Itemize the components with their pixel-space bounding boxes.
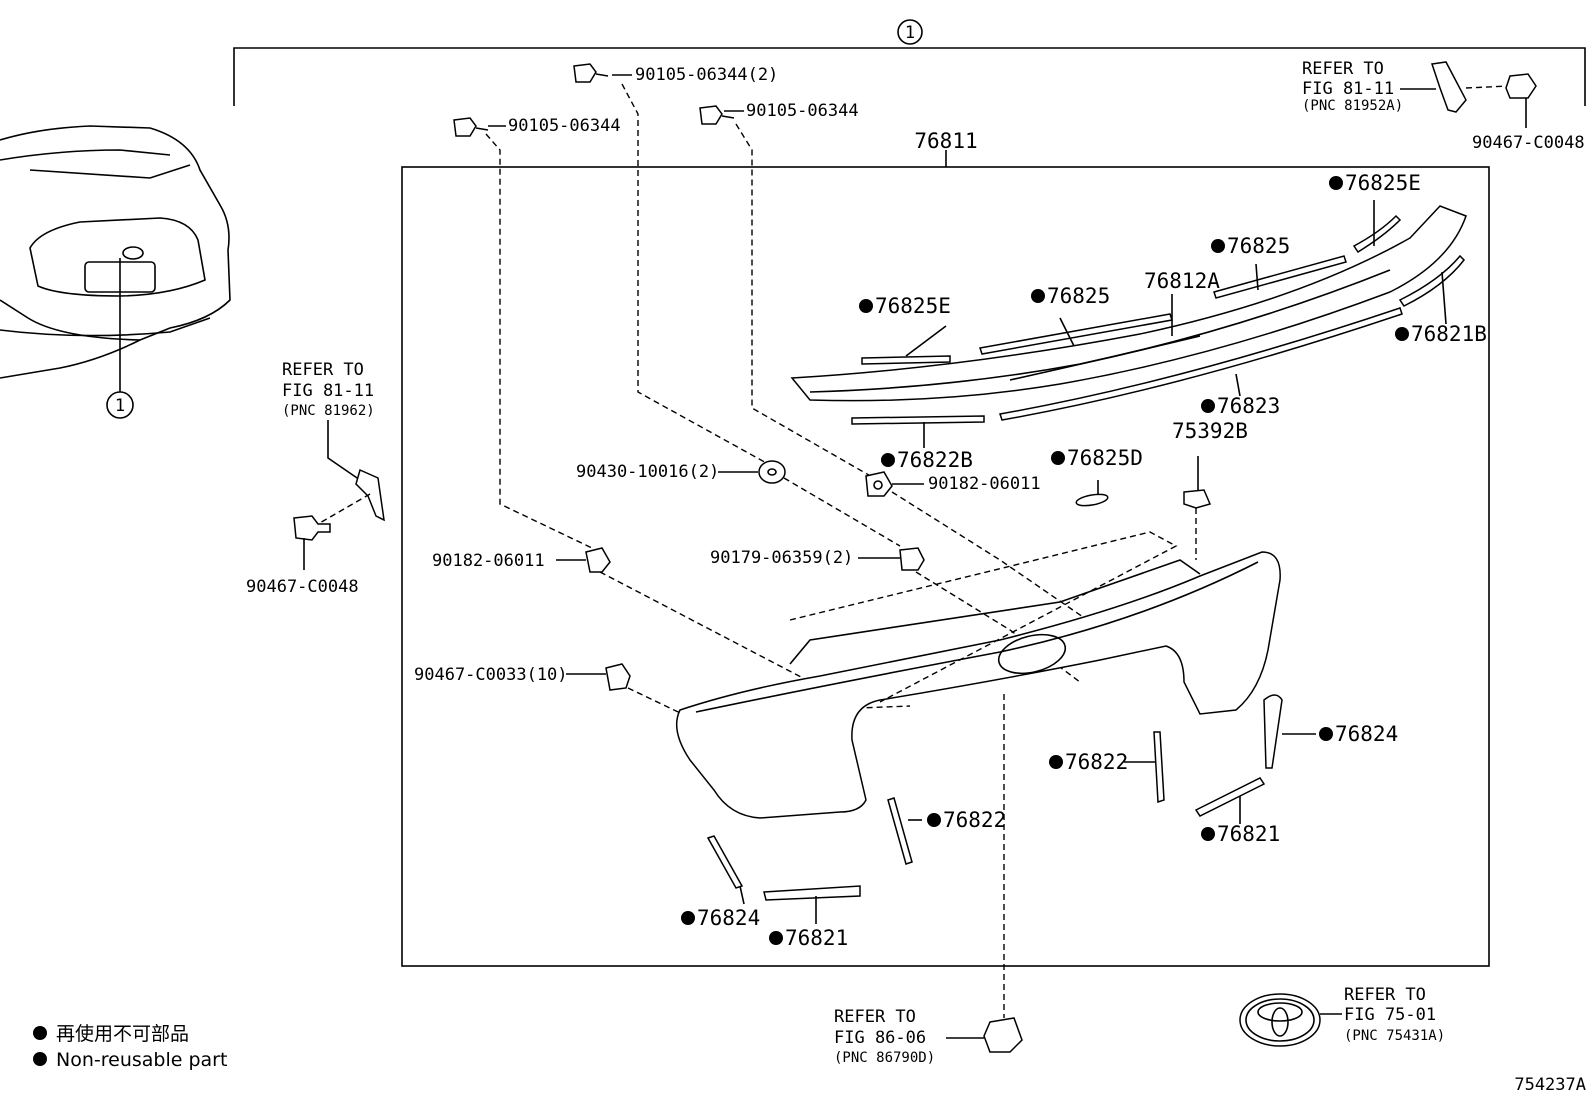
moulding-76822B (851, 415, 985, 425)
refer-bottom-l3: (PNC 86790D) (834, 1050, 935, 1066)
label-nut-mid: 90179-06359(2) (710, 548, 853, 568)
lower-garnish (675, 531, 1281, 819)
label-bolt-left: 90105-06344 (508, 116, 621, 136)
label-75392B: 75392B (1172, 419, 1248, 443)
moulding-76821-right (1194, 777, 1266, 817)
label-76822-mid: 76822 (943, 808, 1006, 832)
refer-left: REFER TO FIG 81-11 (PNC 81962) 90467-C00… (246, 360, 385, 597)
clip-icon (605, 663, 631, 691)
callout-one-top: 1 (905, 23, 915, 43)
refer-tr-l1: REFER TO (1302, 59, 1384, 79)
moulding-76825D (1075, 493, 1109, 507)
moulding-76825E-left (861, 355, 951, 365)
label-76821B: 76821B (1411, 322, 1487, 346)
label-76825D: 76825D (1067, 446, 1143, 470)
bolt-icon (573, 63, 597, 83)
moulding-76822-mid (887, 797, 913, 865)
refer-emblem-l3: (PNC 75431A) (1344, 1028, 1445, 1044)
label-76824-right: 76824 (1335, 722, 1398, 746)
moulding-76821-left (763, 885, 861, 901)
assembly-bracket: 1 (233, 19, 1586, 106)
moulding-76825-b (1213, 255, 1347, 299)
label-clip-topright: 90467-C0048 (1472, 133, 1585, 153)
label-76812A: 76812A (1144, 269, 1220, 293)
spoiler-garnish (790, 205, 1467, 402)
label-washer: 90430-10016(2) (576, 462, 719, 482)
garnish-body (790, 205, 1467, 402)
refer-left-l1: REFER TO (282, 360, 364, 380)
nut-left: 90182-06011 (432, 547, 911, 709)
washer: 90430-10016(2) (576, 460, 901, 547)
label-76822-right: 76822 (1065, 750, 1128, 774)
label-76825-a: 76825 (1047, 284, 1110, 308)
bolt-right: 90105-06344 (699, 101, 875, 479)
nut-right: 90182-06011 (865, 471, 1103, 631)
refer-left-l2: FIG 81-11 (282, 381, 374, 401)
moulding-76823 (999, 307, 1403, 421)
legend: 再使用不可部品 Non-reusable part (33, 1023, 227, 1071)
legend-jp: 再使用不可部品 (56, 1023, 189, 1045)
label-clip-left: 90467-C0048 (246, 577, 359, 597)
legend-en: Non-reusable part (56, 1049, 227, 1071)
moulding-76825E-top (1352, 214, 1402, 254)
refer-tr-l2: FIG 81-11 (1302, 79, 1394, 99)
callout-one-vehicle: 1 (115, 396, 125, 416)
bolt-icon (699, 105, 723, 125)
label-bolt-top-mid: 90105-06344(2) (635, 65, 778, 85)
label-76824-left: 76824 (697, 906, 760, 930)
vehicle-thumbnail: 1 (0, 125, 231, 419)
label-nut-left: 90182-06011 (432, 551, 545, 571)
garnish-lower-body (675, 551, 1281, 819)
moulding-76824-left (706, 835, 744, 889)
refer-topright: REFER TO FIG 81-11 (PNC 81952A) 90467-C0… (1302, 59, 1585, 153)
label-76822B: 76822B (897, 448, 973, 472)
sensor-icon (983, 1017, 1023, 1053)
refer-bottom-l2: FIG 86-06 (834, 1028, 926, 1048)
refer-tr-l3: (PNC 81952A) (1302, 98, 1403, 114)
figure-id: 754237A (1514, 1075, 1586, 1095)
bolt-top-mid: 90105-06344(2) (573, 63, 778, 466)
clip-left-icon (293, 515, 331, 541)
label-76825E-left: 76825E (875, 294, 951, 318)
refer-left-l3: (PNC 81962) (282, 403, 375, 419)
refer-emblem-l1: REFER TO (1344, 985, 1426, 1005)
bolt-left: 90105-06344 (453, 116, 621, 549)
label-nut-right: 90182-06011 (928, 474, 1041, 494)
bolt-icon (453, 117, 477, 137)
label-76823: 76823 (1217, 394, 1280, 418)
label-76811: 76811 (914, 129, 977, 153)
nut-icon (865, 471, 893, 497)
emblem-icon (1239, 993, 1321, 1047)
moulding-76824-right (1263, 694, 1283, 769)
clip-topright-icon (1505, 73, 1537, 99)
refer-emblem-l2: FIG 75-01 (1344, 1005, 1436, 1025)
nut-icon (585, 547, 611, 573)
refer-bottom-l1: REFER TO (834, 1007, 916, 1027)
label-bolt-right: 90105-06344 (746, 101, 859, 121)
label-76825E-top: 76825E (1345, 171, 1421, 195)
clip-75392B-icon (1183, 489, 1212, 509)
moulding-76821B (1398, 254, 1465, 307)
label-clip-many: 90467-C0033(10) (414, 665, 568, 685)
moulding-76822-right (1153, 731, 1165, 804)
clip-many: 90467-C0033(10) (414, 663, 721, 733)
nut-mid: 90179-06359(2) (710, 547, 1081, 683)
bracket-part-left (355, 468, 385, 522)
refer-bottom: REFER TO FIG 86-06 (PNC 86790D) (834, 694, 1023, 1066)
washer-icon (758, 460, 786, 484)
nut-icon (899, 547, 925, 571)
bracket-part-topright (1431, 61, 1467, 113)
label-76821-left: 76821 (785, 926, 848, 950)
refer-emblem: REFER TO FIG 75-01 (PNC 75431A) (1239, 985, 1445, 1047)
label-76825-b: 76825 (1227, 234, 1290, 258)
label-76821-right: 76821 (1217, 822, 1280, 846)
